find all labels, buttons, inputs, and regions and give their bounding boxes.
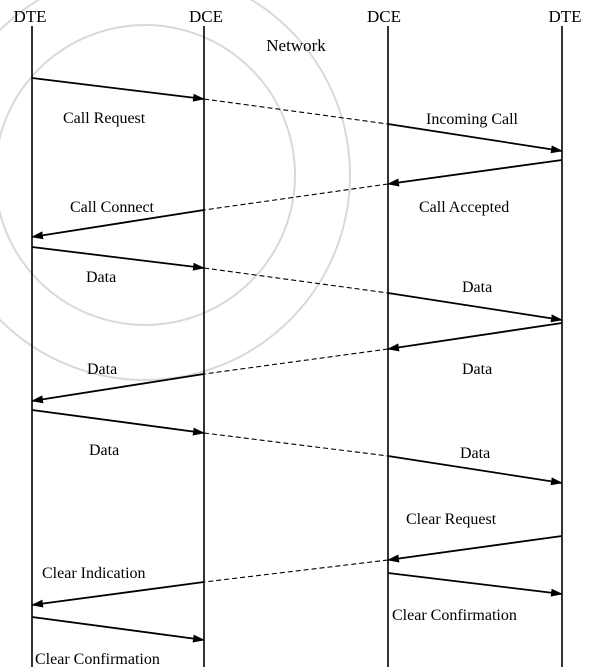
arrow-incoming-call	[387, 123, 563, 154]
header-dce-left: DCE	[189, 7, 223, 26]
watermark-seal	[0, 0, 351, 381]
label-call-connect: Call Connect	[70, 199, 155, 216]
label-incoming-call: Incoming Call	[426, 111, 519, 128]
arrow-clear-confirmation-right	[387, 572, 563, 597]
arrow-call-connect	[31, 209, 205, 240]
arrow-call-request	[31, 77, 205, 102]
label-clear-confirmation-left: Clear Confirmation	[35, 651, 160, 667]
label-clear-indication: Clear Indication	[42, 565, 146, 582]
label-data-3-right: Data	[460, 445, 490, 462]
arrow-data-3-network	[203, 432, 389, 457]
label-call-request: Call Request	[63, 110, 146, 127]
arrow-data-1-network	[203, 267, 389, 294]
arrow-clear-indication	[31, 581, 205, 608]
column-headers: DTE DCE DCE DTE Network	[13, 7, 581, 55]
message-arrows	[31, 77, 563, 643]
arrow-data-1-right	[387, 292, 563, 323]
arrow-call-accepted	[387, 159, 563, 187]
label-call-accepted: Call Accepted	[419, 199, 509, 216]
message-labels: Call Request Incoming Call Call Connect …	[35, 110, 519, 667]
arrow-clear-confirmation-left	[31, 616, 205, 643]
label-data-3-left: Data	[89, 442, 119, 459]
arrow-data-3-left	[31, 409, 205, 436]
arrow-data-2-right	[387, 322, 563, 352]
label-data-2-left: Data	[87, 361, 117, 378]
arrow-clear-request-network	[203, 559, 389, 583]
arrow-data-1-left	[31, 246, 205, 271]
arrow-clear-request	[387, 535, 563, 563]
header-network: Network	[266, 36, 326, 55]
header-dte-left: DTE	[13, 7, 46, 26]
arrow-data-3-right	[387, 455, 563, 486]
header-dte-right: DTE	[548, 7, 581, 26]
arrow-call-request-network	[203, 98, 389, 125]
arrow-data-2-left	[31, 373, 205, 404]
label-clear-request: Clear Request	[406, 511, 497, 528]
label-clear-confirmation-right: Clear Confirmation	[392, 607, 517, 624]
label-data-1-left: Data	[86, 269, 116, 286]
header-dce-right: DCE	[367, 7, 401, 26]
label-data-1-right: Data	[462, 279, 492, 296]
arrow-call-accepted-network	[203, 183, 389, 211]
arrow-data-2-network	[203, 348, 389, 375]
label-data-2-right: Data	[462, 361, 492, 378]
